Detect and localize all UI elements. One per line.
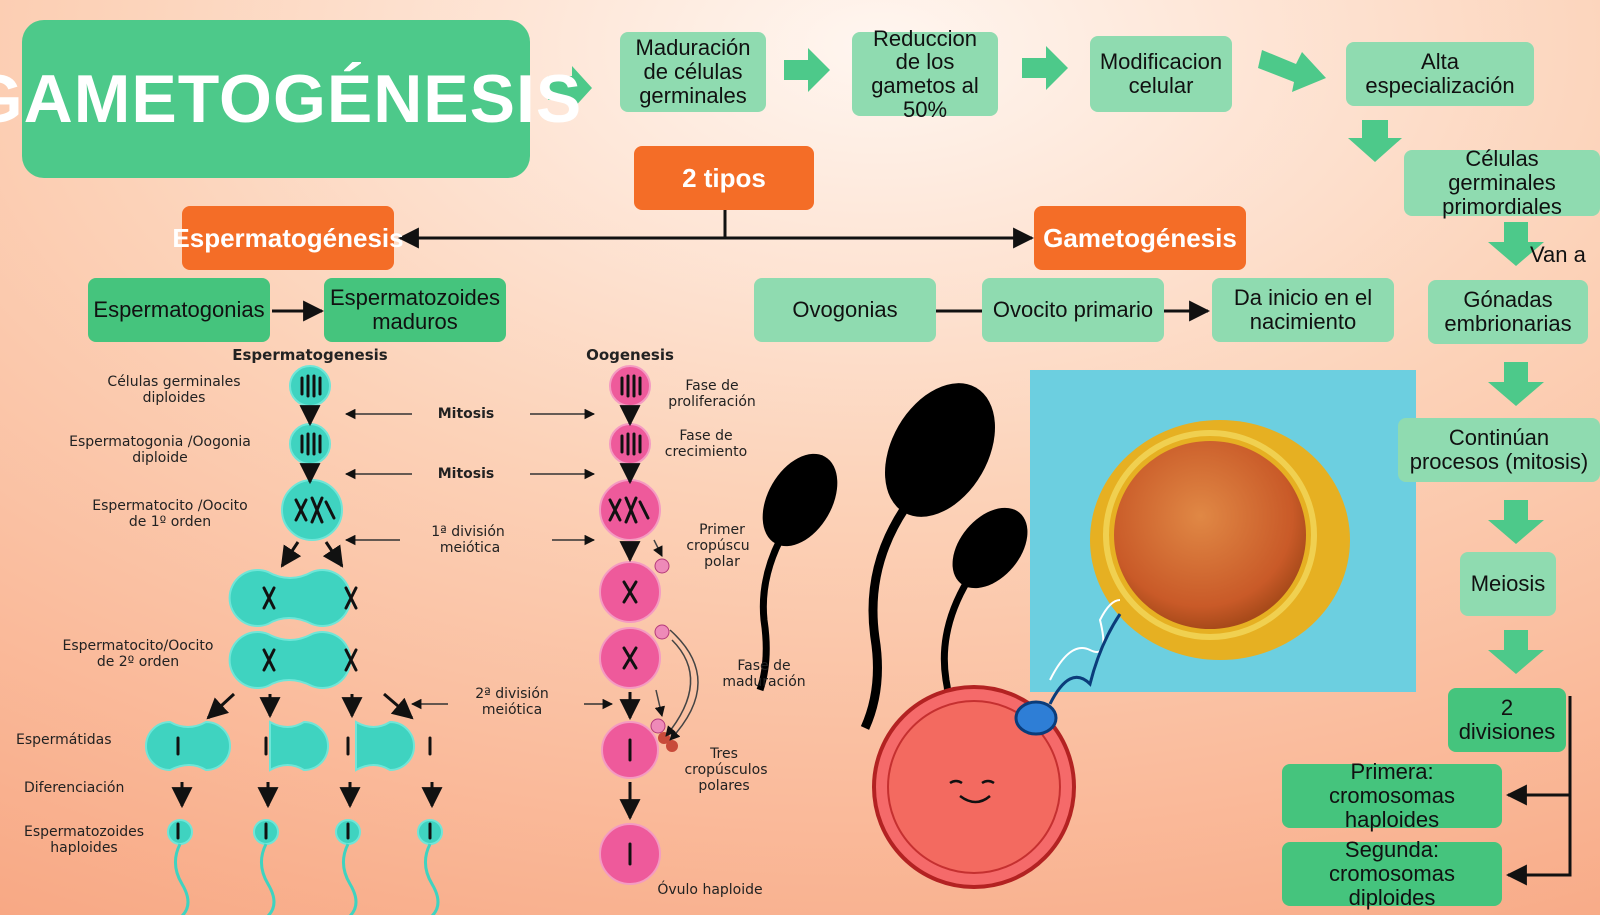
div2-line2: meiótica <box>482 702 542 718</box>
primer-polar-3: polar <box>704 554 740 570</box>
tres-polares-1: Tres <box>709 746 738 762</box>
box-modificacion: Modificacion celular <box>1090 36 1232 112</box>
fase-mad-2: maduración <box>722 674 805 690</box>
div1-line2: meiótica <box>440 540 500 556</box>
label-espermatogonia-1: Espermatogonia /Oogonia <box>69 434 251 450</box>
box-meiosis: Meiosis <box>1460 552 1556 616</box>
div2-line1: 2ª división <box>475 686 549 702</box>
box-reduccion: Reduccion de los gametos al 50% <box>852 26 998 121</box>
ovulo-label: Óvulo haploide <box>657 880 762 898</box>
fase-prolif-2: proliferación <box>668 394 756 410</box>
oogenesis-scheme <box>599 365 699 885</box>
box-divisiones: 2 divisiones <box>1448 688 1566 752</box>
label-espermatocito1-1: Espermatocito /Oocito <box>92 498 247 514</box>
label-espermatocito2-2: de 2º orden <box>97 654 179 670</box>
box-gonadas: Gónadas embrionarias <box>1428 280 1588 344</box>
fase-prolif-1: Fase de <box>685 378 738 394</box>
label-celulas-germinales-2: diploides <box>143 390 206 406</box>
box-gametogenesis: Gametogénesis <box>1034 206 1246 270</box>
primer-polar-1: Primer <box>699 522 745 538</box>
page-title: GAMETOGÉNESIS <box>0 20 581 178</box>
cartoon-egg <box>872 613 1122 889</box>
box-continuan: Continúan procesos (mitosis) <box>1398 418 1600 482</box>
label-espermatozoides-2: haploides <box>50 840 117 856</box>
scheme-text: Espermatogenesis Oogenesis Células germi… <box>16 346 806 898</box>
box-alta: Alta especialización <box>1346 42 1534 106</box>
fase-crec-2: crecimiento <box>665 444 747 460</box>
fase-mad-1: Fase de <box>737 658 790 674</box>
div1-line1: 1ª división <box>431 524 505 540</box>
box-tipos: 2 tipos <box>634 146 814 210</box>
label-diferenciacion: Diferenciación <box>24 780 124 796</box>
box-segunda: Segunda: cromosomas diploides <box>1282 838 1502 909</box>
box-celulas-germinales: Células germinales primordiales <box>1404 147 1600 218</box>
mitosis-label-2: Mitosis <box>438 466 495 482</box>
label-espermatocito1-2: de 1º orden <box>129 514 211 530</box>
spermatogenesis-scheme <box>145 365 614 915</box>
sperm-title: Espermatogenesis <box>232 346 388 364</box>
box-maduracion: Maduración de células germinales <box>620 32 766 112</box>
mitosis-label-1: Mitosis <box>438 406 495 422</box>
flow-arrows <box>548 46 1544 674</box>
box-da-inicio: Da inicio en el nacimiento <box>1212 278 1394 342</box>
label-espermatidas: Espermátidas <box>16 732 112 748</box>
box-espermatogonias: Espermatogonias <box>88 278 270 342</box>
sperm-silhouettes <box>756 383 1028 762</box>
tres-polares-2: cropúsculos <box>684 762 767 778</box>
connectors <box>272 208 1572 886</box>
label-espermatogonia-2: diploide <box>132 450 188 466</box>
box-ovocito-primario: Ovocito primario <box>982 278 1164 342</box>
oocyte-micrograph <box>1030 370 1416 692</box>
oo-title: Oogenesis <box>586 346 674 364</box>
box-ovogonias: Ovogonias <box>754 278 936 342</box>
box-espermatozoides-maduros: Espermatozoides maduros <box>324 278 506 342</box>
label-espermatocito2-1: Espermatocito/Oocito <box>62 638 213 654</box>
primer-polar-2: cropúscu <box>686 538 749 554</box>
tres-polares-3: polares <box>698 778 749 794</box>
box-primera: Primera: cromosomas haploides <box>1282 760 1502 831</box>
label-celulas-germinales-1: Células germinales <box>107 374 240 390</box>
label-espermatozoides-1: Espermatozoides <box>24 824 144 840</box>
fase-crec-1: Fase de <box>679 428 732 444</box>
van-a-label: Van a <box>1530 242 1586 267</box>
box-espermatogenesis: Espermatogénesis <box>172 206 404 270</box>
